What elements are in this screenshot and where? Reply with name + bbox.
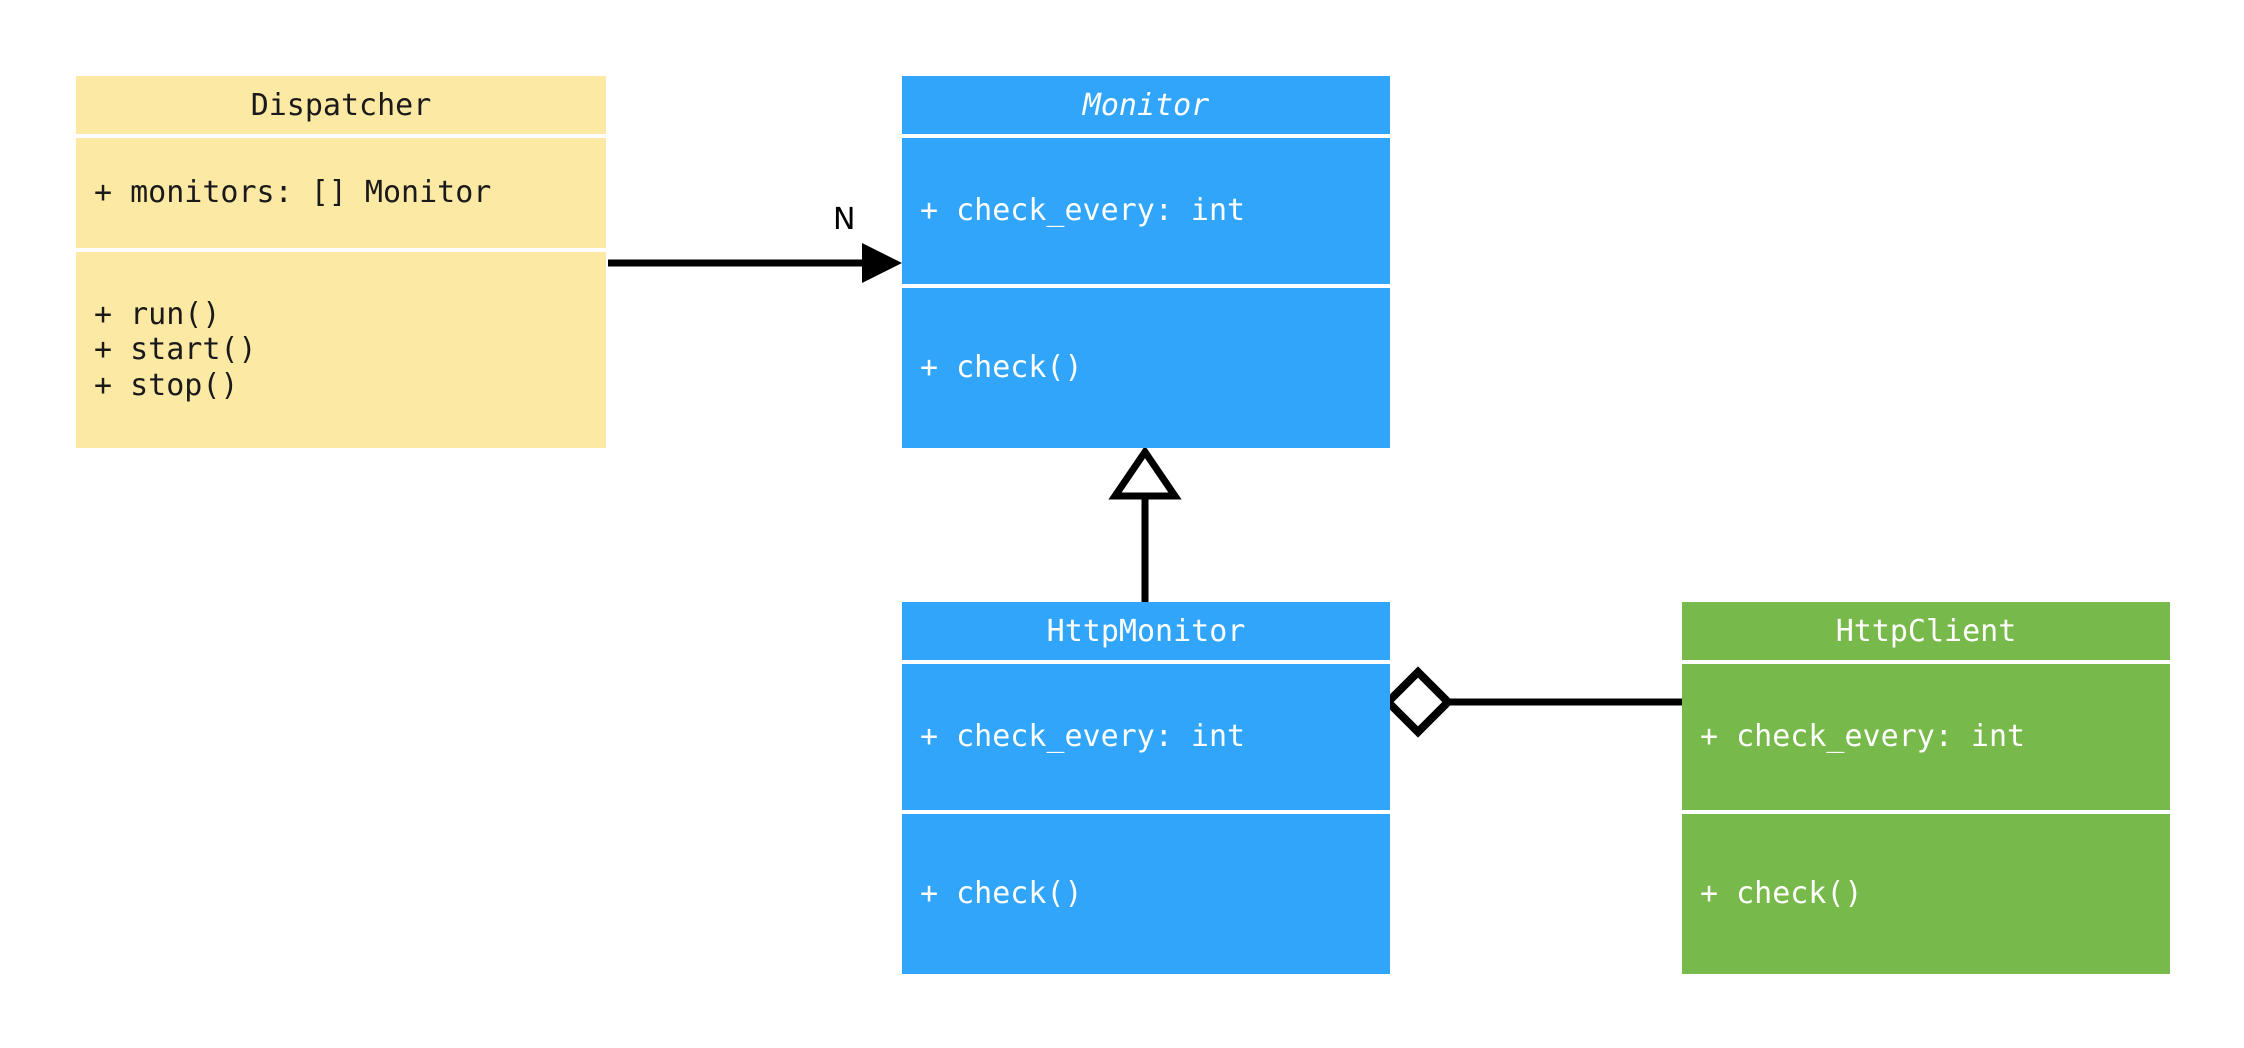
class-box-dispatcher[interactable]: Dispatcher + monitors: [] Monitor + run(… (76, 76, 606, 448)
class-attributes-dispatcher: + monitors: [] Monitor (76, 138, 606, 248)
class-methods-http-client: + check() (1682, 814, 2170, 974)
method-line: + run() (94, 296, 221, 332)
method-line: + stop() (94, 367, 239, 403)
aggregation-httpmonitor-httpclient (1382, 666, 1682, 738)
class-title-monitor: Monitor (902, 76, 1390, 134)
attribute-line: + check_every: int (920, 193, 1246, 229)
generalization-httpmonitor-monitor (1108, 445, 1182, 602)
hollow-diamond-icon (1382, 666, 1454, 738)
class-methods-monitor: + check() (902, 288, 1390, 448)
attribute-line: + check_every: int (1700, 719, 2026, 755)
class-title-http-monitor: HttpMonitor (902, 602, 1390, 660)
class-attributes-http-client: + check_every: int (1682, 664, 2170, 810)
class-title-http-client: HttpClient (1682, 602, 2170, 660)
attribute-line: + monitors: [] Monitor (94, 175, 492, 211)
method-line: + check() (920, 876, 1083, 912)
association-multiplicity-label: N (833, 202, 856, 237)
class-box-monitor[interactable]: Monitor + check_every: int + check() (902, 76, 1390, 448)
class-methods-http-monitor: + check() (902, 814, 1390, 974)
class-methods-dispatcher: + run() + start() + stop() (76, 252, 606, 448)
class-title-dispatcher: Dispatcher (76, 76, 606, 134)
hollow-triangle-icon (1108, 445, 1182, 500)
method-line: + start() (94, 332, 257, 368)
class-attributes-monitor: + check_every: int (902, 138, 1390, 284)
association-dispatcher-monitor (608, 243, 902, 283)
filled-arrowhead-icon (862, 243, 902, 283)
class-box-http-monitor[interactable]: HttpMonitor + check_every: int + check() (902, 602, 1390, 974)
class-box-http-client[interactable]: HttpClient + check_every: int + check() (1682, 602, 2170, 974)
class-attributes-http-monitor: + check_every: int (902, 664, 1390, 810)
method-line: + check() (1700, 876, 1863, 912)
method-line: + check() (920, 350, 1083, 386)
attribute-line: + check_every: int (920, 719, 1246, 755)
